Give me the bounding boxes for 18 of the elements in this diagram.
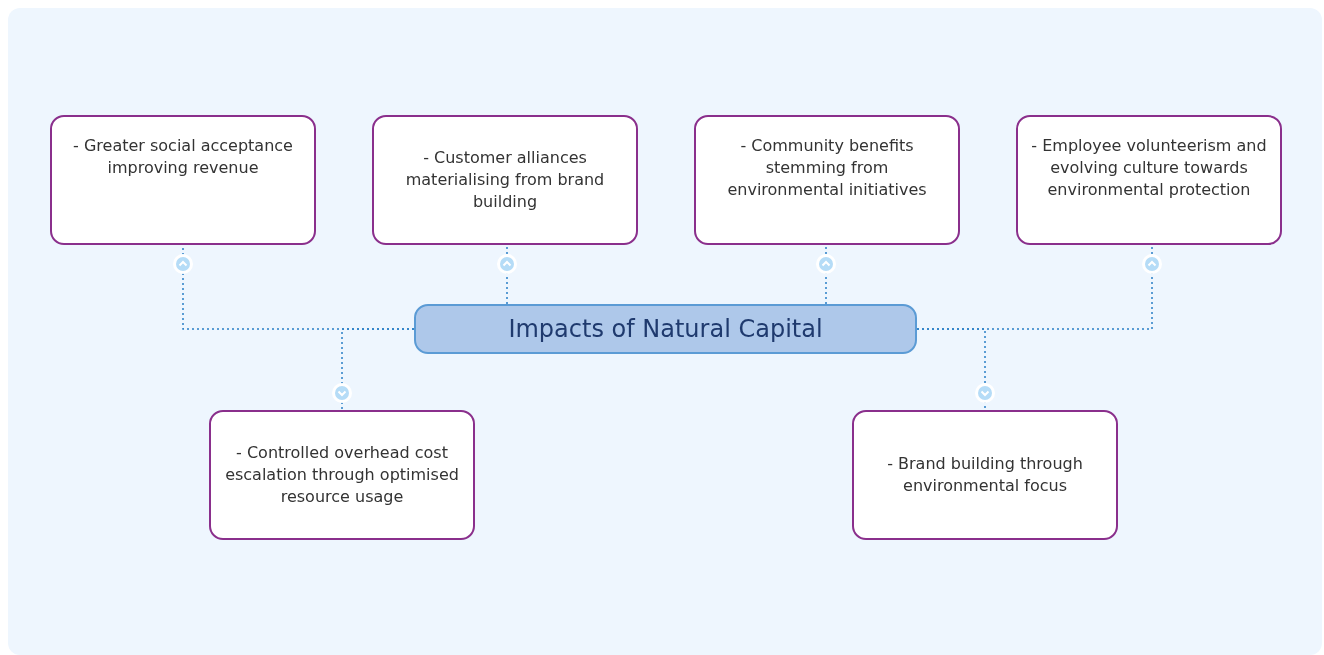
topic-text: - Employee volunteerism and evolving culture towards environmental protection bbox=[1030, 135, 1268, 201]
topic-box bbox=[1016, 115, 1282, 245]
central-topic: Impacts of Natural Capital bbox=[508, 315, 823, 343]
topic-text: - Greater social acceptance improving revenue bbox=[72, 135, 294, 179]
central-topic-box bbox=[414, 304, 917, 354]
topic-box bbox=[209, 410, 475, 540]
connector bbox=[916, 328, 986, 411]
connector bbox=[506, 244, 508, 305]
topic-text: - Controlled overhead cost escalation through optimised resource usage bbox=[224, 442, 460, 508]
connector bbox=[341, 328, 415, 411]
topic-text: - Customer alliances materialising from brand building bbox=[404, 147, 606, 213]
topic-box bbox=[852, 410, 1118, 540]
topic-box bbox=[372, 115, 638, 245]
connector bbox=[825, 244, 827, 305]
topic-box bbox=[694, 115, 960, 245]
topic-text: - Brand building through environmental focus bbox=[886, 453, 1084, 497]
topic-box bbox=[50, 115, 316, 245]
topic-text: - Community benefits stemming from environmental initiatives bbox=[726, 135, 928, 201]
